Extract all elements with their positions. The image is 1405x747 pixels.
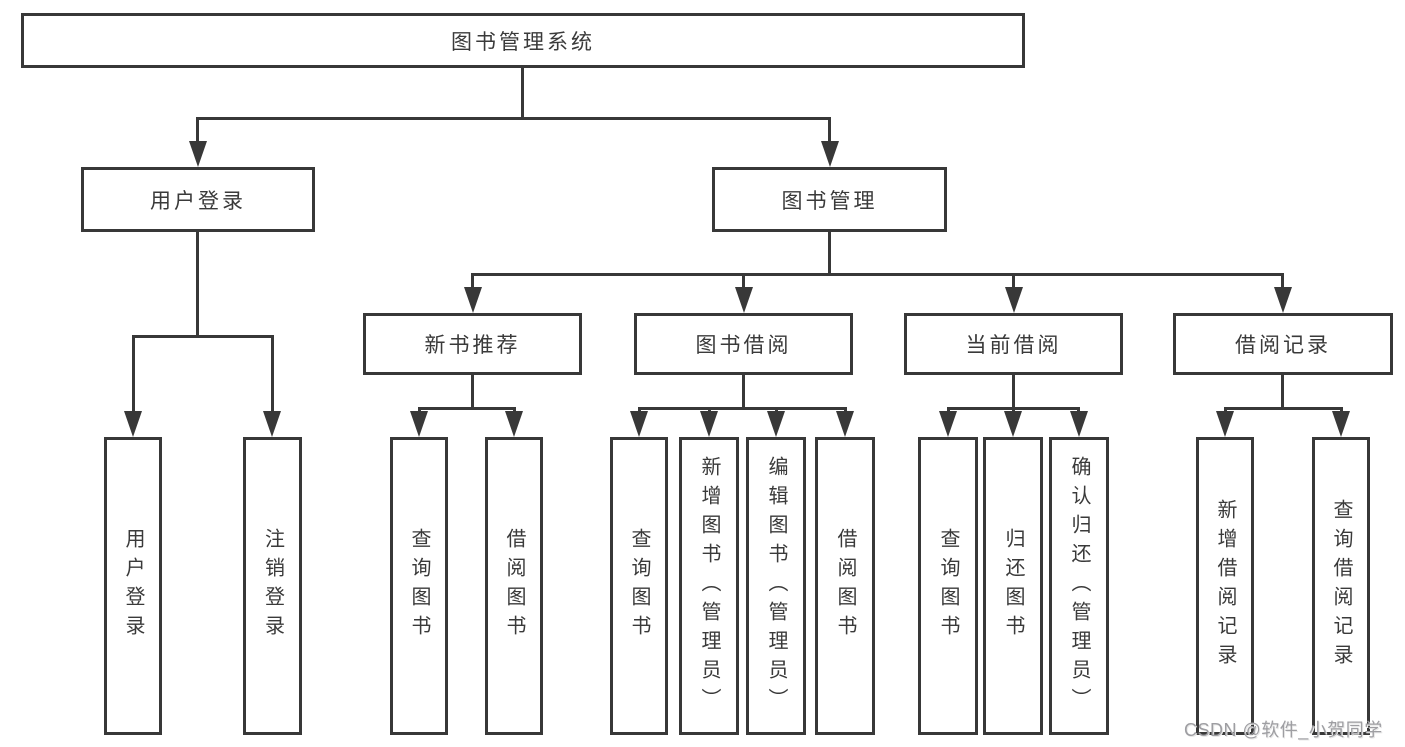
connector-line bbox=[196, 117, 831, 120]
leaf-edit-books-admin: 编辑图书（管理员） bbox=[746, 437, 806, 735]
down-arrowhead-icon bbox=[410, 411, 428, 437]
down-arrowhead-icon bbox=[735, 287, 753, 313]
connector-line bbox=[132, 335, 135, 412]
down-arrowhead-icon bbox=[821, 141, 839, 167]
node-label: 图书借阅 bbox=[695, 334, 792, 357]
connector-line bbox=[1077, 407, 1080, 413]
down-arrowhead-icon bbox=[1274, 287, 1292, 313]
down-arrowhead-icon bbox=[263, 411, 281, 437]
leaf-label: 借阅图书 bbox=[834, 528, 856, 644]
down-arrowhead-icon bbox=[1216, 411, 1234, 437]
connector-line bbox=[1012, 407, 1015, 413]
down-arrowhead-icon bbox=[124, 411, 142, 437]
leaf-query-borrow-record: 查询借阅记录 bbox=[1312, 437, 1370, 735]
connector-line bbox=[271, 335, 274, 412]
leaf-borrow-books-borrowing: 借阅图书 bbox=[815, 437, 875, 735]
connector-line bbox=[418, 407, 515, 410]
connector-line bbox=[196, 117, 199, 144]
leaf-logout: 注销登录 bbox=[243, 437, 302, 735]
down-arrowhead-icon bbox=[939, 411, 957, 437]
down-arrowhead-icon bbox=[1070, 411, 1088, 437]
leaf-label: 借阅图书 bbox=[503, 528, 525, 644]
connector-line bbox=[471, 375, 474, 407]
leaf-label: 查询图书 bbox=[628, 528, 650, 644]
down-arrowhead-icon bbox=[767, 411, 785, 437]
node-book-borrowing: 图书借阅 bbox=[634, 313, 853, 375]
leaf-label: 查询图书 bbox=[937, 528, 959, 644]
leaf-label: 用户登录 bbox=[122, 528, 144, 644]
leaf-add-books-admin: 新增图书（管理员） bbox=[679, 437, 739, 735]
connector-line bbox=[828, 232, 831, 273]
connector-line bbox=[196, 232, 199, 335]
node-label: 用户登录 bbox=[150, 189, 246, 213]
leaf-label: 查询图书 bbox=[408, 528, 430, 644]
leaf-label: 新增图书（管理员） bbox=[698, 455, 720, 717]
node-user-login: 用户登录 bbox=[81, 167, 315, 232]
leaf-label: 确认归还（管理员） bbox=[1068, 455, 1090, 717]
node-book-management-system: 图书管理系统 bbox=[21, 13, 1025, 68]
node-label: 新书推荐 bbox=[424, 334, 521, 357]
leaf-label: 新增借阅记录 bbox=[1214, 499, 1236, 673]
connector-line bbox=[471, 273, 1283, 276]
connector-line bbox=[708, 407, 711, 413]
watermark: CSDN @软件_小贺同学 bbox=[1184, 720, 1383, 740]
leaf-query-books-current: 查询图书 bbox=[918, 437, 978, 735]
connector-line bbox=[1340, 407, 1343, 413]
connector-line bbox=[1281, 273, 1284, 291]
leaf-confirm-return-admin: 确认归还（管理员） bbox=[1049, 437, 1109, 735]
down-arrowhead-icon bbox=[700, 411, 718, 437]
connector-line bbox=[1012, 375, 1015, 407]
connector-line bbox=[947, 407, 950, 413]
down-arrowhead-icon bbox=[189, 141, 207, 167]
down-arrowhead-icon bbox=[1332, 411, 1350, 437]
node-label: 图书管理 bbox=[781, 189, 878, 213]
connector-line bbox=[1281, 375, 1284, 407]
leaf-add-borrow-record: 新增借阅记录 bbox=[1196, 437, 1254, 735]
leaf-label: 注销登录 bbox=[261, 528, 284, 644]
connector-line bbox=[742, 273, 745, 291]
leaf-user-login: 用户登录 bbox=[104, 437, 162, 735]
leaf-label: 查询借阅记录 bbox=[1330, 499, 1352, 673]
node-current-borrowing: 当前借阅 bbox=[904, 313, 1123, 375]
leaf-query-books-borrowing: 查询图书 bbox=[610, 437, 668, 735]
node-borrowing-records: 借阅记录 bbox=[1173, 313, 1393, 375]
connector-line bbox=[1224, 407, 1227, 413]
connector-line bbox=[521, 68, 524, 117]
node-label: 图书管理系统 bbox=[451, 30, 595, 54]
connector-line bbox=[775, 407, 778, 413]
connector-line bbox=[638, 407, 846, 410]
connector-line bbox=[471, 273, 474, 291]
down-arrowhead-icon bbox=[1005, 287, 1023, 313]
node-label: 借阅记录 bbox=[1235, 334, 1331, 357]
connector-line bbox=[418, 407, 421, 413]
down-arrowhead-icon bbox=[505, 411, 523, 437]
node-new-book-recommendation: 新书推荐 bbox=[363, 313, 582, 375]
leaf-label: 归还图书 bbox=[1002, 528, 1024, 644]
leaf-label: 编辑图书（管理员） bbox=[765, 455, 787, 717]
leaf-return-books: 归还图书 bbox=[983, 437, 1043, 735]
node-book-management: 图书管理 bbox=[712, 167, 947, 232]
down-arrowhead-icon bbox=[630, 411, 648, 437]
connector-line bbox=[844, 407, 847, 413]
node-label: 当前借阅 bbox=[965, 334, 1062, 357]
leaf-borrow-books-recommend: 借阅图书 bbox=[485, 437, 543, 735]
down-arrowhead-icon bbox=[464, 287, 482, 313]
connector-line bbox=[742, 375, 745, 407]
connector-line bbox=[1012, 273, 1015, 291]
down-arrowhead-icon bbox=[836, 411, 854, 437]
connector-line bbox=[132, 335, 273, 338]
leaf-query-books-recommend: 查询图书 bbox=[390, 437, 448, 735]
down-arrowhead-icon bbox=[1004, 411, 1022, 437]
connector-line bbox=[1224, 407, 1342, 410]
connector-line bbox=[513, 407, 516, 413]
connector-line bbox=[828, 117, 831, 144]
connector-line bbox=[638, 407, 641, 413]
